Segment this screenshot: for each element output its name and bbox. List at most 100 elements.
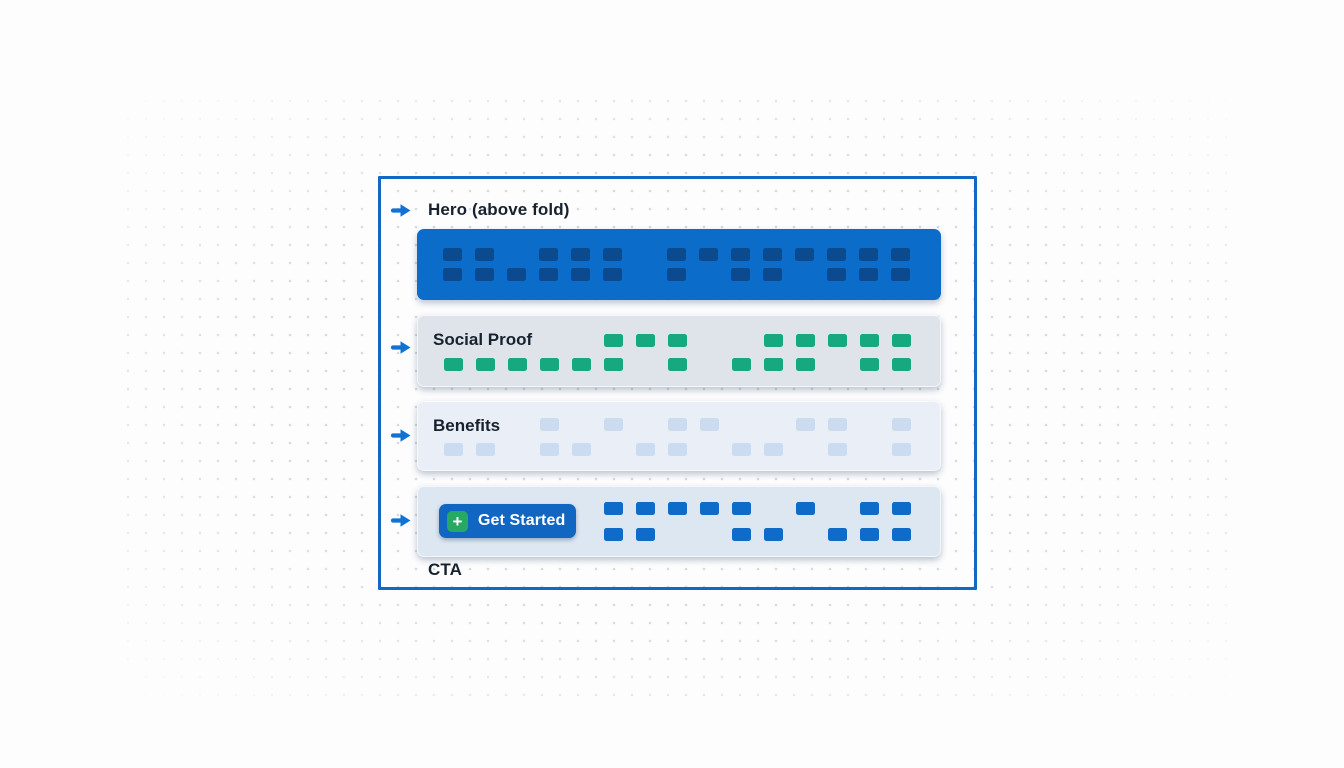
placeholder-block (668, 358, 687, 371)
placeholder-block (859, 268, 878, 281)
placeholder-gap (508, 528, 527, 541)
placeholder-block (667, 268, 686, 281)
placeholder-row (444, 334, 911, 347)
placeholder-block (443, 248, 462, 261)
placeholder-block (540, 443, 559, 456)
placeholder-gap (572, 334, 591, 347)
placeholder-gap (732, 418, 751, 431)
placeholder-block (571, 248, 590, 261)
placeholder-gap (635, 248, 654, 261)
placeholder-block (572, 443, 591, 456)
placeholder-block (604, 502, 623, 515)
placeholder-block (891, 248, 910, 261)
placeholder-block (603, 268, 622, 281)
placeholder-block (828, 334, 847, 347)
placeholder-gap (699, 268, 718, 281)
placeholder-gap (444, 528, 463, 541)
placeholder-gap (700, 528, 719, 541)
placeholder-gap (540, 502, 559, 515)
placeholder-gap (636, 418, 655, 431)
placeholder-gap (795, 268, 814, 281)
placeholder-block (700, 418, 719, 431)
placeholder-block (604, 418, 623, 431)
placeholder-block (572, 358, 591, 371)
placeholder-block (732, 528, 751, 541)
placeholder-gap (508, 502, 527, 515)
placeholder-gap (764, 502, 783, 515)
placeholder-block (636, 443, 655, 456)
placeholder-gap (700, 358, 719, 371)
placeholder-row (444, 418, 911, 431)
placeholder-block (508, 358, 527, 371)
hero-section-card (417, 229, 941, 300)
placeholder-gap (860, 418, 879, 431)
placeholder-row (444, 358, 911, 371)
placeholder-block (668, 502, 687, 515)
placeholder-block (892, 502, 911, 515)
placeholder-block (475, 268, 494, 281)
placeholder-gap (540, 528, 559, 541)
placeholder-block (604, 528, 623, 541)
placeholder-block (732, 358, 751, 371)
placeholder-block (795, 248, 814, 261)
placeholder-row (443, 248, 910, 261)
placeholder-block (827, 268, 846, 281)
placeholder-gap (572, 502, 591, 515)
placeholder-block (891, 268, 910, 281)
placeholder-block (475, 248, 494, 261)
placeholder-gap (476, 334, 495, 347)
placeholder-gap (508, 418, 527, 431)
placeholder-block (860, 502, 879, 515)
placeholder-block (731, 268, 750, 281)
placeholder-gap (828, 358, 847, 371)
placeholder-block (828, 418, 847, 431)
placeholder-block (699, 248, 718, 261)
placeholder-row (443, 268, 910, 281)
get-started-button[interactable]: + Get Started (439, 504, 576, 538)
placeholder-block (476, 443, 495, 456)
placeholder-gap (540, 334, 559, 347)
placeholder-row (444, 528, 911, 541)
dot-grid-background (115, 88, 1239, 698)
placeholder-row (444, 443, 911, 456)
get-started-button-label: Get Started (478, 512, 566, 529)
placeholder-row (444, 502, 911, 515)
placeholder-block (636, 502, 655, 515)
placeholder-block (764, 443, 783, 456)
placeholder-block (444, 358, 463, 371)
placeholder-block (860, 358, 879, 371)
placeholder-gap (572, 528, 591, 541)
arrow-right-icon (391, 204, 411, 217)
placeholder-block (732, 443, 751, 456)
placeholder-gap (476, 418, 495, 431)
social-proof-section-card: Social Proof (417, 315, 941, 387)
placeholder-gap (476, 528, 495, 541)
placeholder-block (540, 358, 559, 371)
placeholder-gap (796, 443, 815, 456)
placeholder-block (892, 528, 911, 541)
placeholder-block (604, 334, 623, 347)
placeholder-block (796, 334, 815, 347)
placeholder-gap (572, 418, 591, 431)
placeholder-gap (668, 528, 687, 541)
placeholder-block (827, 248, 846, 261)
placeholder-gap (444, 334, 463, 347)
placeholder-block (476, 358, 495, 371)
placeholder-block (571, 268, 590, 281)
section-label-social-proof: Social Proof (433, 330, 533, 349)
placeholder-block (507, 268, 526, 281)
placeholder-block (731, 248, 750, 261)
placeholder-block (668, 443, 687, 456)
placeholder-block (443, 268, 462, 281)
placeholder-gap (476, 502, 495, 515)
placeholder-block (636, 528, 655, 541)
placeholder-block (892, 418, 911, 431)
placeholder-block (796, 502, 815, 515)
cta-section-card: + Get Started (417, 486, 941, 557)
placeholder-gap (444, 502, 463, 515)
placeholder-block (668, 418, 687, 431)
arrow-right-icon (391, 514, 411, 527)
placeholder-block (828, 443, 847, 456)
section-label-benefits: Benefits (433, 416, 501, 435)
